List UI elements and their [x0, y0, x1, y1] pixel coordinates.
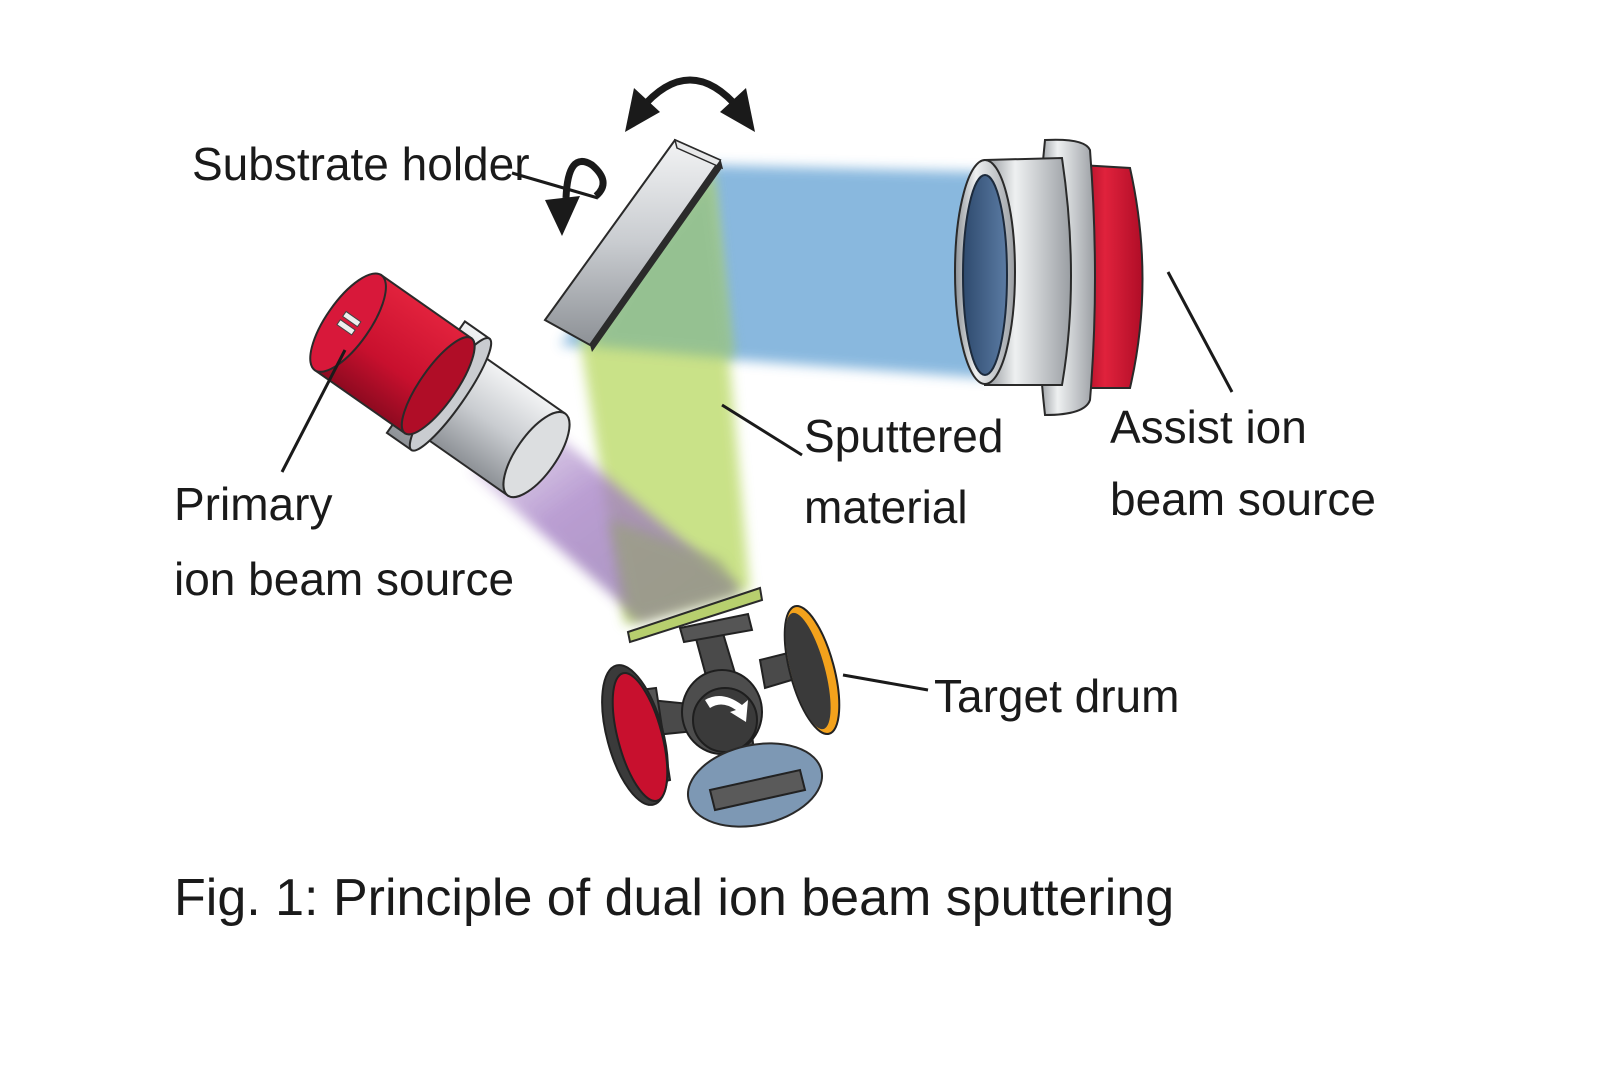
label-assist-line2: beam source — [1110, 473, 1376, 525]
leader-assist — [1166, 271, 1234, 393]
leader-primary — [280, 349, 347, 473]
primary-ion-source — [309, 272, 571, 499]
assist-ion-source — [954, 138, 1144, 417]
substrate-holder — [543, 138, 724, 352]
target-bottom — [686, 742, 824, 828]
label-primary-line1: Primary — [174, 478, 332, 530]
leader-sputtered — [721, 403, 803, 457]
target-right — [783, 604, 841, 736]
target-drum — [601, 586, 841, 828]
label-assist-line1: Assist ion — [1110, 401, 1307, 453]
assist-source-aperture — [962, 174, 1008, 376]
target-top — [626, 586, 764, 644]
connector-icon — [336, 310, 362, 336]
beam-overlap — [590, 175, 735, 358]
beam-overlap-target — [610, 520, 740, 622]
label-sputtered-line1: Sputtered — [804, 410, 1003, 462]
label-sputtered-line2: material — [804, 481, 968, 533]
target-left — [601, 664, 669, 806]
label-substrate-holder: Substrate holder — [192, 138, 530, 190]
leader-substrate — [511, 171, 599, 200]
tilt-arrow-icon — [625, 76, 755, 132]
label-target-drum: Target drum — [934, 670, 1179, 722]
drum-rotation-icon — [705, 696, 748, 722]
rotation-arrow-icon — [545, 157, 607, 236]
label-primary-line2: ion beam source — [174, 553, 514, 605]
figure-caption: Fig. 1: Principle of dual ion beam sputt… — [174, 869, 1174, 927]
leader-target — [842, 673, 929, 692]
